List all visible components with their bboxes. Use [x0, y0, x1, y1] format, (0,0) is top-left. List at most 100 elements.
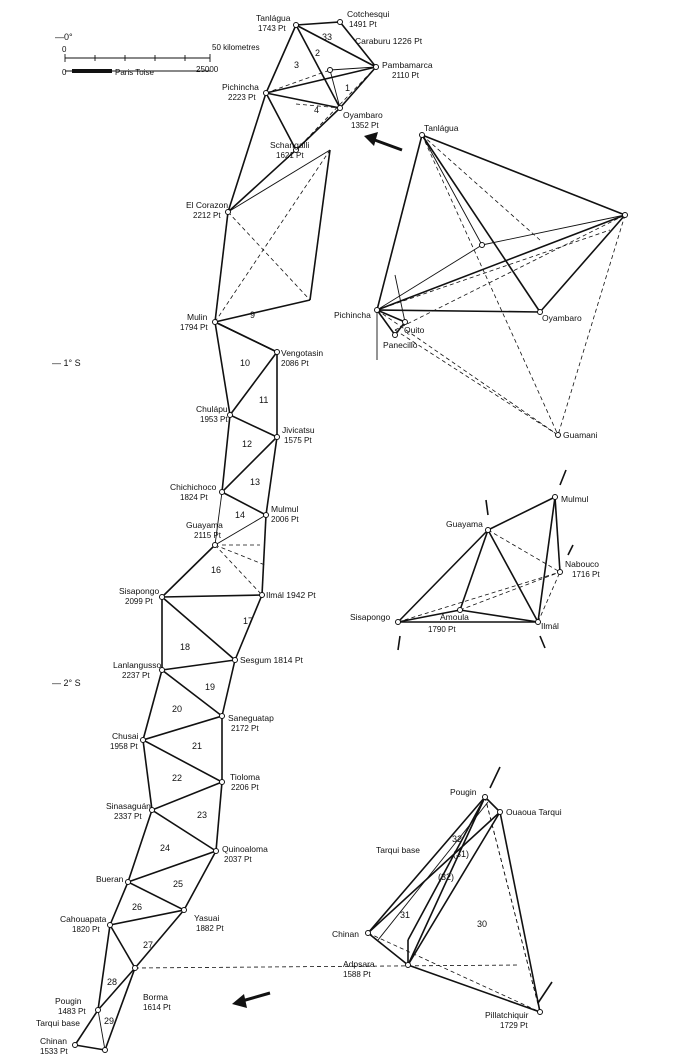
- station-chulapu: Chulápu: [196, 404, 228, 414]
- station-sinasaguan-alt: 2337 Pt: [114, 812, 142, 821]
- triangle-25: 25: [173, 879, 183, 889]
- inset3-triangle-32b: (32): [438, 872, 454, 882]
- station-pougin-alt: 1483 Pt: [58, 1007, 86, 1016]
- station-oyambaro-alt: 1352 Pt: [351, 121, 379, 130]
- inset1-tanlagua: Tanlágua: [424, 123, 459, 133]
- triangle-26: 26: [132, 902, 142, 912]
- station-tanlagua-alt: 1743 Pt: [258, 24, 286, 33]
- inset3-triangle-31b: (31): [453, 849, 469, 859]
- station-quinoaloma: Quinoaloma: [222, 844, 268, 854]
- station-chinan-alt: 1533 Pt: [40, 1047, 68, 1056]
- station-sisapongo-alt: 2099 Pt: [125, 597, 153, 606]
- station-mulmul-alt: 2006 Pt: [271, 515, 299, 524]
- inset2-nabouco: Nabouco: [565, 559, 599, 569]
- inset2-ilmal: Ilmál: [541, 621, 559, 631]
- inset3-triangle-30: 30: [477, 919, 487, 929]
- station-lanlangusso-alt: 2237 Pt: [122, 671, 150, 680]
- triangle-33: 33: [322, 32, 332, 42]
- station-mulin: Mulin: [187, 312, 208, 322]
- station-mulin-alt: 1794 Pt: [180, 323, 208, 332]
- triangle-12: 12: [242, 439, 252, 449]
- inset-guayama-network: Guayama Mulmul Nabouco 1716 Pt Sisapongo…: [350, 469, 600, 651]
- scale-toise-label: Paris Toise: [115, 68, 155, 77]
- inset1-guamani: Guamani: [563, 430, 598, 440]
- station-schangalli: Schangalli: [270, 140, 309, 150]
- inset2-amoula: Amoula: [440, 612, 469, 622]
- triangle-19: 19: [205, 682, 215, 692]
- station-yasuai-alt: 1882 Pt: [196, 924, 224, 933]
- station-chulapu-alt: 1953 Pt: [200, 415, 228, 424]
- station-lanlangusso: Lanlangusso: [113, 660, 161, 670]
- inset3-triangle-32: 32: [452, 834, 462, 844]
- station-sinasaguan: Sinasaguán: [106, 801, 151, 811]
- station-guayama-alt: 2115 Pt: [194, 531, 222, 540]
- triangle-24: 24: [160, 843, 170, 853]
- triangle-21: 21: [192, 741, 202, 751]
- station-jivicatsu: Jivicatsu: [282, 425, 315, 435]
- station-guayama: Guayama: [186, 520, 223, 530]
- inset3-adpsara: Adpsara: [343, 959, 375, 969]
- station-cotchesqui: Cotchesqui: [347, 9, 390, 19]
- inset1-panecillo: Panecillo: [383, 340, 418, 350]
- arrow-icon: [232, 991, 271, 1008]
- inset2-guayama: Guayama: [446, 519, 483, 529]
- triangle-29: 29: [104, 1016, 114, 1026]
- station-saneguatap-alt: 2172 Pt: [231, 724, 259, 733]
- scale-km-label: 50 kilometres: [212, 43, 260, 52]
- station-tarqui-base: Tarqui base: [36, 1018, 80, 1028]
- inset3-tarqui-base: Tarqui base: [376, 845, 420, 855]
- station-chusai: Chusai: [112, 731, 139, 741]
- triangle-23: 23: [197, 810, 207, 820]
- inset1-pichincha: Pichincha: [334, 310, 371, 320]
- inset1-quito: Quito: [404, 325, 425, 335]
- inset3-ouaoua-tarqui: Ouaoua Tarqui: [506, 807, 562, 817]
- latitude-2s: — 2° S: [52, 678, 81, 688]
- triangle-20: 20: [172, 704, 182, 714]
- inset-tarqui-network: Pougin Ouaoua Tarqui Tarqui base Chinan …: [332, 766, 562, 1030]
- station-tanlagua: Tanlágua: [256, 13, 291, 23]
- station-jivicatsu-alt: 1575 Pt: [284, 436, 312, 445]
- station-chinan: Chinan: [40, 1036, 67, 1046]
- station-el-corazon: El Corazon: [186, 200, 228, 210]
- inset-quito-network: Tanlágua Pichincha Quito Panecillo Oyamb…: [334, 123, 628, 440]
- triangle-13: 13: [250, 477, 260, 487]
- station-borma-alt: 1614 Pt: [143, 1003, 171, 1012]
- station-chichichoco-alt: 1824 Pt: [180, 493, 208, 502]
- triangle-3: 3: [294, 60, 299, 70]
- station-vengotasin-alt: 2086 Pt: [281, 359, 309, 368]
- arrow-icon: [364, 132, 403, 152]
- station-tioloma: Tioloma: [230, 772, 260, 782]
- inset2-nabouco-alt: 1716 Pt: [572, 570, 600, 579]
- station-mulmul: Mulmul: [271, 504, 299, 514]
- station-ilmal: Ilmál 1942 Pt: [266, 590, 316, 600]
- latitude-1s: — 1° S: [52, 358, 81, 368]
- station-cotchesqui-alt: 1491 Pt: [349, 20, 377, 29]
- triangle-17: 17: [243, 616, 253, 626]
- triangle-2: 2: [315, 48, 320, 58]
- triangle-10: 10: [240, 358, 250, 368]
- inset3-triangle-31: 31: [400, 910, 410, 920]
- station-pambamarca-alt: 2110 Pt: [392, 71, 420, 80]
- station-chichichoco: Chichichoco: [170, 482, 217, 492]
- triangle-22: 22: [172, 773, 182, 783]
- inset2-mulmul: Mulmul: [561, 494, 589, 504]
- inset2-amoula-alt: 1790 Pt: [428, 625, 456, 634]
- triangle-27: 27: [143, 940, 153, 950]
- station-sesgum: Sesgum 1814 Pt: [240, 655, 303, 665]
- station-saneguatap: Saneguatap: [228, 713, 274, 723]
- station-yasuai: Yasuai: [194, 913, 219, 923]
- scale-bar: 50 kilometres 0 0 Paris Toise 25000: [62, 43, 260, 77]
- station-vengotasin: Vengotasin: [281, 348, 323, 358]
- triangle-1: 1: [345, 83, 350, 93]
- station-caraburu: Caraburu 1226 Pt: [355, 36, 423, 46]
- station-borma: Borma: [143, 992, 168, 1002]
- station-el-corazon-alt: 2212 Pt: [193, 211, 221, 220]
- inset1-oyambaro: Oyambaro: [542, 313, 582, 323]
- main-chain-nodes: [72, 19, 379, 1053]
- station-bueran: Bueran: [96, 874, 124, 884]
- triangle-16: 16: [211, 565, 221, 575]
- scale-zero-label-2: 0: [62, 68, 67, 77]
- inset2-sisapongo: Sisapongo: [350, 612, 390, 622]
- station-chusai-alt: 1958 Pt: [110, 742, 138, 751]
